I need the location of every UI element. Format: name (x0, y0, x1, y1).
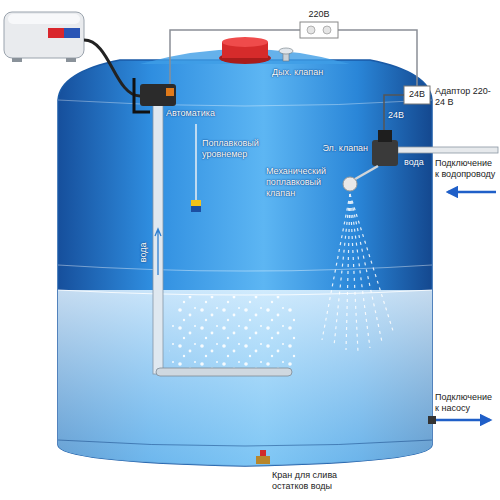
power-wire (338, 30, 417, 86)
gauge-float (191, 200, 201, 206)
air-compressor (8, 14, 80, 24)
spray-line (350, 194, 382, 342)
callout-label: Поплавковый уровнемер (202, 138, 270, 160)
tank-rib (58, 265, 432, 271)
tank-cap (222, 37, 268, 47)
air-pipe (153, 104, 163, 374)
outlet-fitting (428, 416, 436, 424)
water-spray (322, 194, 394, 352)
callout-label: Дых. клапан (272, 67, 323, 78)
control-unit (140, 84, 176, 106)
gauge-float (191, 206, 201, 212)
power-socket (300, 22, 338, 38)
tank-rib (58, 100, 432, 106)
power-socket (307, 26, 315, 34)
spray-line (346, 194, 350, 350)
air-diffuser (156, 368, 292, 376)
compressor-badge (64, 28, 80, 38)
breather-valve (279, 48, 293, 54)
compressor-foot (66, 58, 76, 62)
callout-label: Адаптор 220-24 В (435, 86, 497, 108)
spray-line (334, 194, 350, 346)
flow-arrow (155, 229, 161, 275)
callout-label: Автоматика (166, 108, 215, 119)
float-ball (343, 177, 357, 191)
callout-label: Подключение к насосу (435, 392, 497, 414)
callout-label: Подключение к водопроводу (435, 158, 497, 180)
compressor-badge (48, 28, 64, 38)
callout-label: Кран для слива остатков воды (272, 470, 372, 492)
callout-label: вода (404, 157, 424, 168)
water-surface (58, 290, 432, 295)
water-body (50, 290, 450, 480)
tank-rib (58, 440, 432, 446)
air-hose (84, 40, 140, 96)
power-socket (323, 26, 331, 34)
solenoid-valve (372, 140, 398, 166)
callout-label: Эл. клапан (322, 143, 368, 154)
callout-label: 220В (300, 9, 338, 20)
callout-label: Механический поплавковый клапан (266, 166, 340, 198)
inflow-arrow (448, 191, 496, 194)
callout-label: 24В (388, 110, 404, 121)
spray-line (350, 194, 394, 334)
air-bubbles (169, 296, 297, 368)
power-adapter (404, 86, 430, 104)
spray-line (322, 194, 350, 340)
drain-tap (260, 450, 266, 456)
callout-label: вода (139, 242, 150, 262)
solenoid-coil (378, 130, 392, 142)
drain-tap (256, 456, 270, 464)
compressor-foot (12, 58, 22, 62)
outflow-arrow (436, 419, 490, 422)
callout-label: 24В (404, 89, 430, 100)
control-unit (166, 88, 174, 96)
inlet-pipe (398, 147, 498, 153)
gauge-rod (195, 124, 197, 200)
spray-line (350, 194, 358, 352)
low-voltage-wire (384, 95, 404, 130)
air-compressor (4, 12, 84, 58)
